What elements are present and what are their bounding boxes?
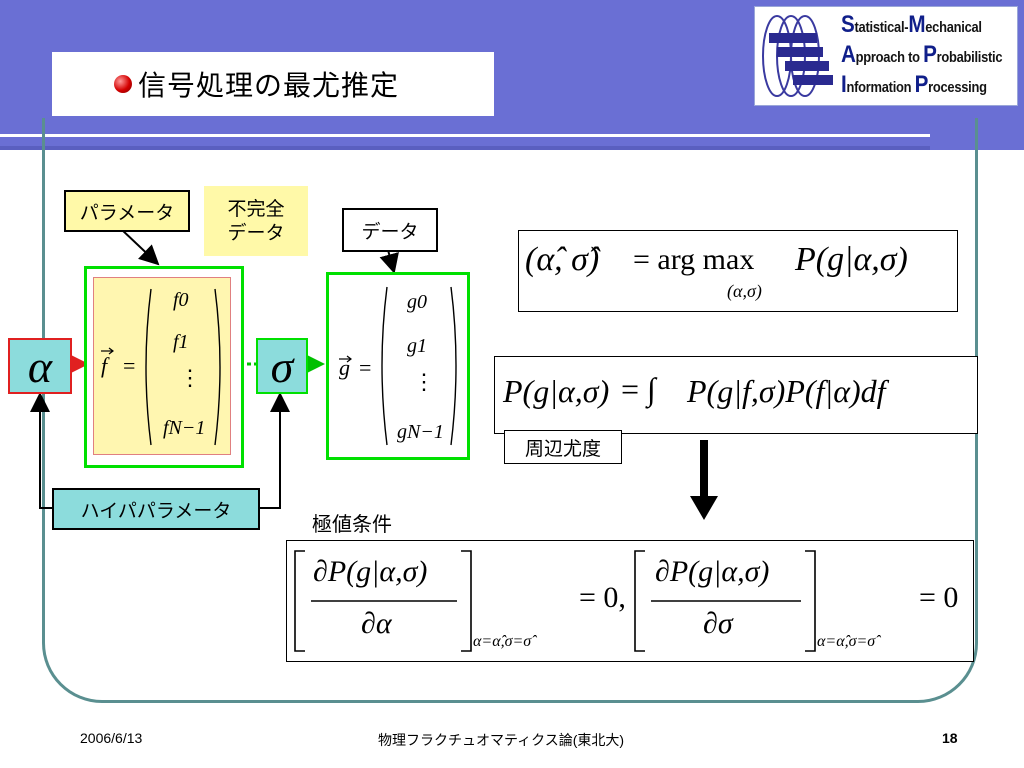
incomplete-label-line-1: 不完全: [227, 198, 285, 220]
marginal-rhs: P(g|f,σ)P(f|α)df: [687, 373, 886, 409]
argmax-formula-box: (α̂, σ̂) = arg max (α,σ) P(g|α,σ): [518, 230, 958, 312]
alpha-box: α: [8, 338, 72, 394]
sigma-box: σ: [256, 338, 308, 394]
footer-page-number: 18: [942, 730, 958, 746]
bullet-icon: [114, 75, 132, 93]
f-entry-last: fN−1: [163, 417, 206, 439]
band-curve-mask: [972, 100, 1024, 150]
f-entry-1: f1: [173, 331, 189, 353]
extremum-label: 極値条件: [312, 512, 392, 536]
f-vector-lhs: f: [101, 353, 108, 378]
footer-course: 物理フラクチュオマティクス論(東北大): [378, 732, 625, 748]
g-vector-box: g = g0 g1 ⋮ gN−1: [326, 272, 470, 460]
incomplete-label-line-2: データ: [227, 222, 285, 244]
logo-line-3: Information Processing: [841, 71, 987, 98]
cond-eq-1: = 0,: [579, 581, 626, 614]
marginal-lhs: P(g|α,σ): [503, 373, 610, 409]
logo-graphic-icon: [762, 15, 833, 97]
g-vector-brackets: [339, 286, 457, 446]
f-vector-box: f = f0 f1 ⋮ fN−1: [84, 266, 244, 468]
extremum-brackets: [294, 550, 816, 652]
argmax-eq: = arg max: [633, 243, 755, 276]
logo: Statistical-Mechanical Approach to Proba…: [754, 6, 1018, 106]
argmax-lhs: (α̂, σ̂): [525, 241, 600, 278]
logo-line-1: Statistical-Mechanical: [841, 11, 982, 38]
f-entry-0: f0: [173, 289, 189, 311]
argmax-rhs: P(g|α,σ): [795, 241, 908, 278]
argmax-sub: (α,σ): [727, 281, 762, 301]
cond-eq-2: = 0: [919, 581, 959, 614]
footer-date: 2006/6/13: [80, 730, 143, 746]
page-title: 信号処理の最尤推定: [138, 69, 400, 102]
cond-denominator-1: ∂α: [361, 607, 392, 640]
f-vector-eq: =: [123, 353, 136, 378]
g-entry-0: g0: [407, 291, 427, 313]
g-entry-1: g1: [407, 335, 427, 357]
marginal-formula-box: P(g|α,σ) = ∫ P(g|f,σ)P(f|α)df: [494, 356, 978, 434]
data-label: データ: [342, 208, 438, 252]
marginal-eq: = ∫: [621, 371, 656, 407]
g-entry-dots: ⋮: [413, 369, 435, 394]
f-entry-dots: ⋮: [179, 365, 201, 390]
cond-subscript-2: α=α̂,σ=σ̂: [817, 633, 876, 650]
logo-line-2: Approach to Probabilistic: [841, 41, 1003, 68]
cond-subscript-1: α=α̂,σ=σ̂: [473, 633, 532, 650]
hyperparameter-label: ハイパパラメータ: [52, 488, 260, 530]
g-vector-eq: =: [359, 355, 372, 380]
g-vector-lhs: g: [339, 355, 350, 380]
cond-numerator-2: ∂P(g|α,σ): [655, 555, 770, 588]
marginal-likelihood-label: 周辺尤度: [504, 430, 622, 464]
title-box: 信号処理の最尤推定: [52, 52, 494, 116]
f-vector-brackets: [101, 288, 221, 446]
g-entry-last: gN−1: [397, 421, 444, 443]
f-vector-fill: [93, 277, 231, 455]
cond-denominator-2: ∂σ: [703, 607, 733, 640]
parameter-label: パラメータ: [64, 190, 190, 232]
extremum-formula-box: ∂P(g|α,σ) ∂α α=α̂,σ=σ̂ = 0, ∂P(g|α,σ) ∂σ…: [286, 540, 974, 662]
incomplete-data-label: 不完全 データ: [204, 186, 308, 256]
cond-numerator-1: ∂P(g|α,σ): [313, 555, 428, 588]
